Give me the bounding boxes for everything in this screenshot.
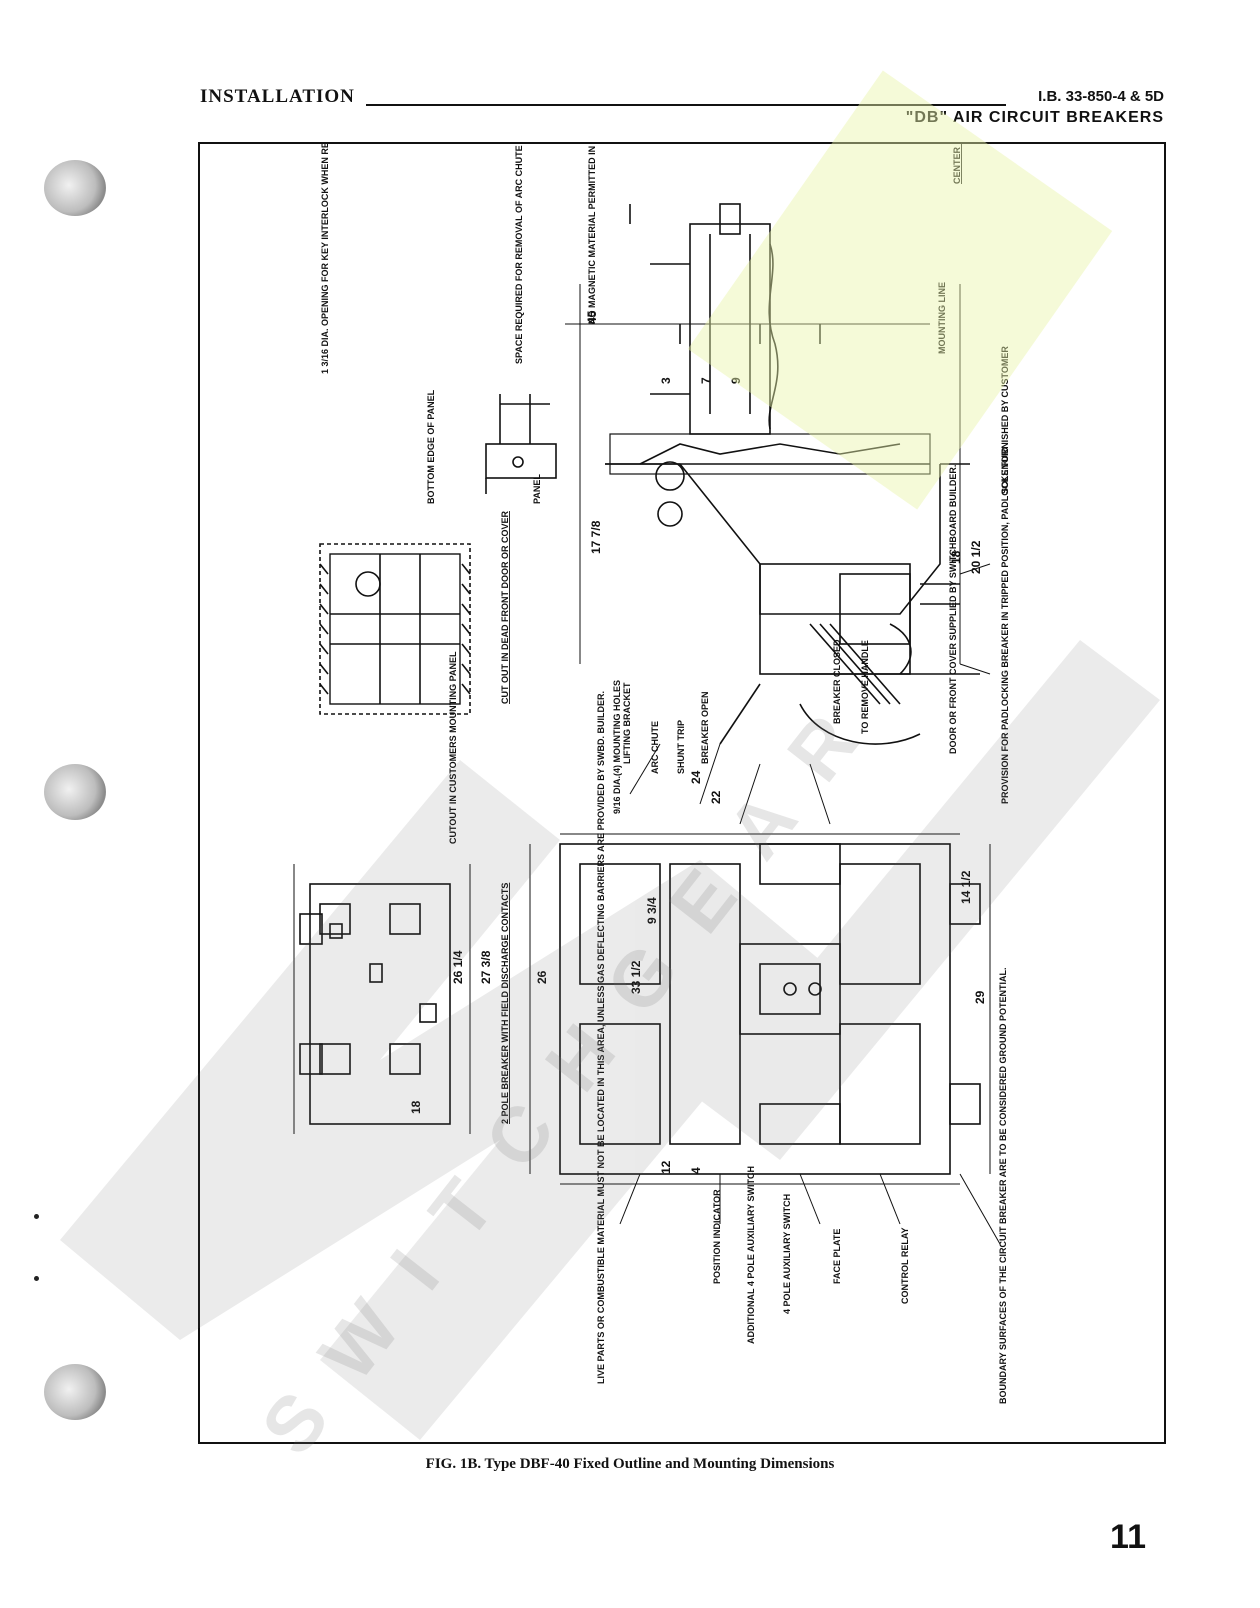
punch-hole-middle (44, 764, 106, 820)
label-lifting-bracket: LIFTING BRACKET (622, 682, 632, 764)
label-boundary: BOUNDARY SURFACES OF THE CIRCUIT BREAKER… (998, 967, 1008, 1404)
label-shunt-trip: SHUNT TRIP (676, 720, 686, 774)
key-interlock-drawing (319, 543, 471, 715)
view-title-cutout: CUT OUT IN DEAD FRONT DOOR OR COVER (500, 511, 510, 704)
label-mounting-line: MOUNTING LINE (937, 282, 947, 354)
label-control-relay: CONTROL RELAY (900, 1227, 910, 1304)
drawing-labels: 1 3/16 DIA. OPENING FOR KEY INTERLOCK WH… (320, 144, 1010, 1404)
dimension-14-1-2: 14 1/2 (959, 870, 973, 904)
label-panel: PANEL (532, 474, 542, 504)
dimension-33-1-2: 33 1/2 (629, 960, 643, 994)
side-view-drawing (565, 284, 980, 745)
punch-hole-bottom (44, 1364, 106, 1420)
label-key-interlock: 1 3/16 DIA. OPENING FOR KEY INTERLOCK WH… (320, 144, 330, 374)
label-door-cover: DOOR OR FRONT COVER SUPPLIED BY SWITCHBO… (948, 465, 958, 754)
label-padlocking: PROVISION FOR PADLOCKING BREAKER IN TRIP… (1000, 346, 1010, 804)
margin-dot (34, 1276, 39, 1281)
figure-frame: 1 3/16 DIA. OPENING FOR KEY INTERLOCK WH… (198, 142, 1166, 1444)
dimension-9: 9 (729, 377, 743, 384)
label-aux-switch: 4 POLE AUXILIARY SWITCH (782, 1194, 792, 1314)
view-title-center-pole: CENTER POLE STUDS (SIDE VIEW) FOR FIELD … (952, 144, 962, 184)
label-solenoid: SOLENOID (1000, 446, 1010, 494)
cutout-view-drawing (293, 864, 471, 1134)
dimension-26: 26 (535, 970, 549, 984)
header-rule (366, 104, 1006, 106)
label-arc-chute: ARC CHUTE (650, 721, 660, 774)
dimension-45: 45 (585, 310, 599, 324)
view-title-two-pole: 2 POLE BREAKER WITH FIELD DISCHARGE CONT… (500, 883, 510, 1124)
dimension-26-1-4: 26 1/4 (451, 950, 465, 984)
label-cutout-panel: CUTOUT IN CUSTOMERS MOUNTING PANEL (448, 651, 458, 844)
dimension-values: 45 17 7/8 20 1/2 18 24 22 26 29 14 1/2 3… (409, 310, 987, 1174)
dimension-29: 29 (973, 990, 987, 1004)
label-live-parts: LIVE PARTS OR COMBUSTIBLE MATERIAL MUST … (596, 691, 606, 1384)
label-bottom-edge: BOTTOM EDGE OF PANEL (426, 389, 436, 504)
dimension-12: 12 (659, 1160, 673, 1174)
dimension-9-3-4: 9 3/4 (645, 897, 659, 924)
dimension-20-1-2: 20 1/2 (969, 540, 983, 574)
label-face-plate: FACE PLATE (832, 1229, 842, 1284)
dimension-24: 24 (689, 770, 703, 784)
dimension-18b: 18 (409, 1100, 423, 1114)
label-breaker-open: BREAKER OPEN (700, 691, 710, 764)
dimension-18: 18 (949, 550, 963, 564)
label-remove-handle: TO REMOVE HANDLE (860, 640, 870, 734)
technical-drawing: 1 3/16 DIA. OPENING FOR KEY INTERLOCK WH… (293, 144, 1010, 1404)
leader-lines (619, 563, 1001, 1245)
dimension-27-3-8: 27 3/8 (479, 950, 493, 984)
margin-dot (34, 1214, 39, 1219)
figure-caption: FIG. 1B. Type DBF-40 Fixed Outline and M… (425, 1456, 835, 1472)
document-title: "DB" AIR CIRCUIT BREAKERS (905, 109, 1164, 126)
dimension-7: 7 (699, 377, 713, 384)
two-pole-front-view-drawing (529, 833, 991, 1185)
label-mounting-holes: 9/16 DIA.(4) MOUNTING HOLES (612, 680, 622, 814)
page-number: 11 (1110, 1518, 1146, 1556)
label-breaker-closed: BREAKER CLOSED (832, 639, 842, 724)
label-space-required: SPACE REQUIRED FOR REMOVAL OF ARC CHUTE (514, 145, 524, 364)
header-right: I.B. 33-850-4 & 5D "DB" AIR CIRCUIT BREA… (906, 86, 1164, 128)
dimension-22: 22 (709, 790, 723, 804)
center-pole-studs-drawing (629, 203, 779, 435)
dimension-3: 3 (659, 377, 673, 384)
label-no-magnetic: NO MAGNETIC MATERIAL PERMITTED IN THIS A… (587, 144, 597, 324)
panel-bracket-drawing (485, 394, 557, 494)
label-additional-switch: ADDITIONAL 4 POLE AUXILIARY SWITCH (746, 1166, 756, 1344)
dimension-4: 4 (689, 1167, 703, 1174)
section-header: INSTALLATION (200, 86, 355, 107)
document-number: I.B. 33-850-4 & 5D (1038, 88, 1164, 105)
label-position-indicator: POSITION INDICATOR (712, 1189, 722, 1284)
dimension-17-7-8: 17 7/8 (589, 520, 603, 554)
punch-hole-top (44, 160, 106, 216)
